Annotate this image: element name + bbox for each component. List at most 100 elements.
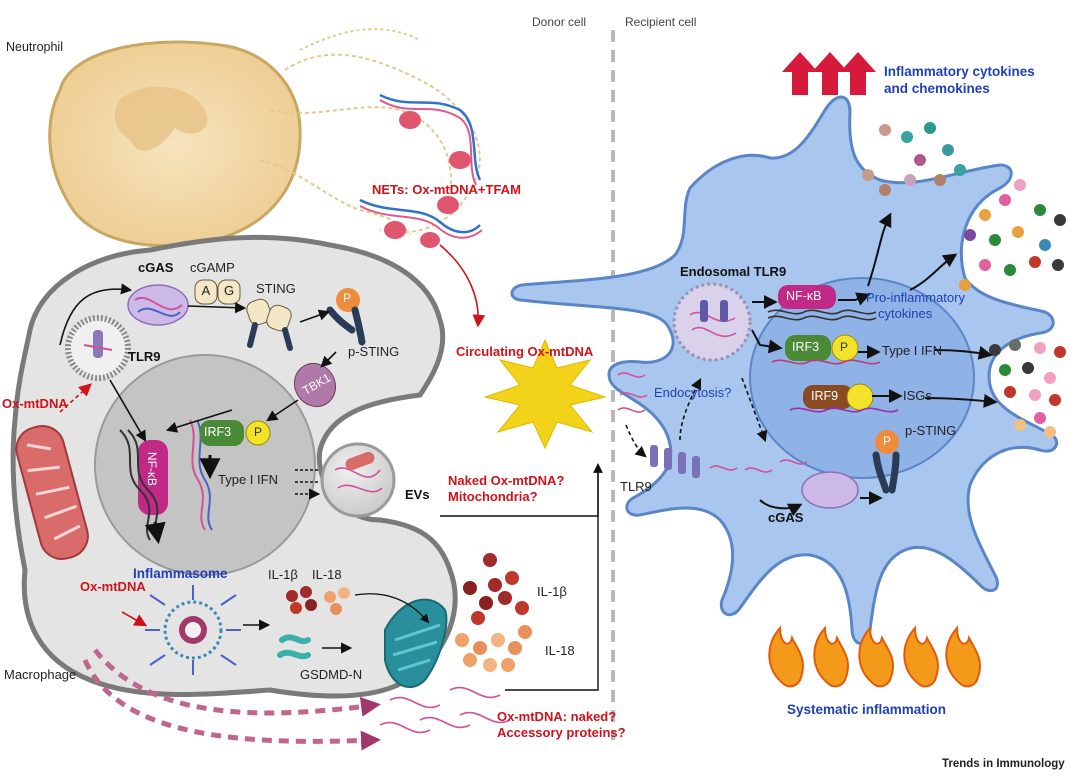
neutrophil-label: Neutrophil (6, 40, 63, 54)
evs-label: EVs (405, 487, 430, 502)
proinflam-label-2: cytokines (878, 306, 933, 321)
cytokine-secretion-arrow-2 (909, 253, 958, 291)
circulating-label: Circulating Ox-mtDNA (456, 344, 594, 359)
recipient-nfkb-label: NF-κB (786, 289, 822, 303)
il18-inner-label: IL-18 (312, 567, 342, 582)
il1b-inner-particles (286, 586, 317, 614)
cytokine-increase-arrows (782, 52, 876, 95)
cytokines-label-2: and chemokines (884, 81, 990, 96)
gsdmd-fragments (277, 634, 311, 660)
type1-ifn-label: Type I IFN (218, 472, 278, 487)
p-label: P (343, 291, 352, 305)
circulating-dna-fragments (617, 372, 808, 473)
recipient-nucleus (749, 277, 975, 479)
nfkb-label: NF-κB (144, 451, 159, 486)
il18-outer-label: IL-18 (545, 643, 575, 658)
donor-cell-label: Donor cell (532, 15, 587, 29)
p-sting-label: p-STING (348, 344, 400, 359)
oxmtdna-to-inflammasome-arrow (121, 611, 148, 627)
ifn-secretion-arrow (934, 345, 993, 360)
irf3-label: IRF3 (204, 425, 232, 439)
dna-to-cgas-arrow (759, 499, 803, 517)
cgas-protein (127, 284, 189, 326)
journal-footer: Trends in Immunology (942, 758, 1065, 770)
naked-label-1: Naked Ox-mtDNA? (448, 473, 565, 488)
cgas-to-sting-arrow (187, 302, 247, 314)
gsdmd-label: GSDMD-N (300, 667, 363, 682)
recipient-p-sting (872, 430, 900, 494)
recipient-irf9-phospho (846, 383, 874, 411)
endocytosis-label: Endocytosis? (654, 385, 732, 400)
sting-to-psting-arrow (299, 309, 331, 323)
naked-question-1: Ox-mtDNA: naked? (497, 709, 617, 724)
nets-label: NETs: Ox-mtDNA+TFAM (372, 182, 521, 197)
secreted-cytokines-top (862, 122, 966, 196)
cytokine-release-arrow (354, 593, 430, 624)
recipient-cgas-label: cGAS (768, 510, 804, 525)
psting-to-tbk1-arrow (320, 351, 337, 368)
recipient-p-irf3-label: P (840, 340, 849, 354)
inflammasome-label: Inflammasome (133, 566, 228, 581)
endosomal-tlr9-label: Endosomal TLR9 (680, 264, 787, 279)
gsdmd-pore (384, 598, 448, 689)
tlr9-label: TLR9 (128, 349, 161, 364)
cytokine-secretion-arrow (867, 212, 892, 287)
naked-question-2: Accessory proteins? (497, 725, 626, 740)
il18-inner-particles (324, 587, 350, 615)
tfam-proteins (384, 111, 471, 248)
macrophage-label: Macrophage (4, 667, 77, 682)
tbk1-to-irf3-arrow (266, 399, 299, 422)
recipient-p-sting-label: p-STING (905, 423, 957, 438)
nfkb-transcription-arrow (144, 521, 166, 545)
cgamp-molecule (194, 279, 241, 305)
isgs-secretion-arrow (924, 393, 998, 408)
recipient-irf9-label: IRF9 (811, 389, 839, 403)
cgamp-label: cGAMP (190, 260, 235, 275)
recipient-irf3-label: IRF3 (792, 340, 820, 354)
circulating-burst (483, 338, 607, 450)
inflammasome-complex (145, 585, 241, 675)
recipient-endosome (672, 282, 752, 362)
endocytosis-arrow (679, 377, 702, 441)
recipient-tlr9-receptors (650, 445, 700, 478)
cytokines-label-1: Inflammatory cytokines (884, 64, 1035, 79)
tlr9-to-nfkb-arrow (109, 379, 147, 442)
recipient-nfkb-shape (778, 285, 836, 309)
tlr9-to-irf3-recipient-arrow (751, 329, 783, 354)
tlr9-endosome (65, 315, 131, 381)
systemic-inflammation-label: Systematic inflammation (787, 702, 947, 717)
cgamp-a: A (201, 283, 211, 298)
neutrophil-cell (48, 28, 481, 248)
secreted-cytokines-right (959, 179, 1066, 291)
recipient-tlr9-label: TLR9 (620, 479, 652, 494)
nets-to-circulation-arrow (439, 244, 486, 328)
recipient-ifn-label: Type I IFN (882, 343, 942, 358)
phospho-macrophage (245, 420, 271, 446)
release-arrow-lower (82, 658, 381, 751)
il18-outer-particles (455, 625, 532, 672)
il1b-outer-particles (463, 553, 529, 625)
recipient-p-label: P (883, 434, 892, 448)
secreted-ifn-particles (989, 339, 1066, 384)
recipient-irf3-shape (785, 335, 831, 361)
inflammation-flames (768, 625, 981, 688)
sting-protein (246, 298, 293, 351)
isgs-label: ISGs (903, 388, 932, 403)
net-dna-strands (359, 93, 483, 239)
sting-to-nfkb-arrow (165, 409, 233, 433)
naked-label-2: Mitochondria? (448, 489, 538, 504)
ev-vesicle (320, 442, 396, 518)
macrophage-nucleus (94, 354, 316, 576)
recipient-cgas-protein (801, 471, 859, 509)
il1b-outer-label: IL-1β (537, 584, 567, 599)
nfkb-to-proinflam-arrow (838, 292, 871, 306)
cgamp-g: G (223, 283, 235, 298)
sting-label: STING (256, 281, 296, 296)
recipient-irf9-shape (803, 385, 853, 409)
irf3-macrophage-shape (200, 420, 244, 446)
p-sting-protein (326, 288, 366, 346)
proinflam-label-1: Pro-inflammatory (866, 290, 965, 305)
recipient-cell-label: Recipient cell (625, 15, 697, 29)
circulation-to-tlr9-arrow (625, 424, 647, 458)
